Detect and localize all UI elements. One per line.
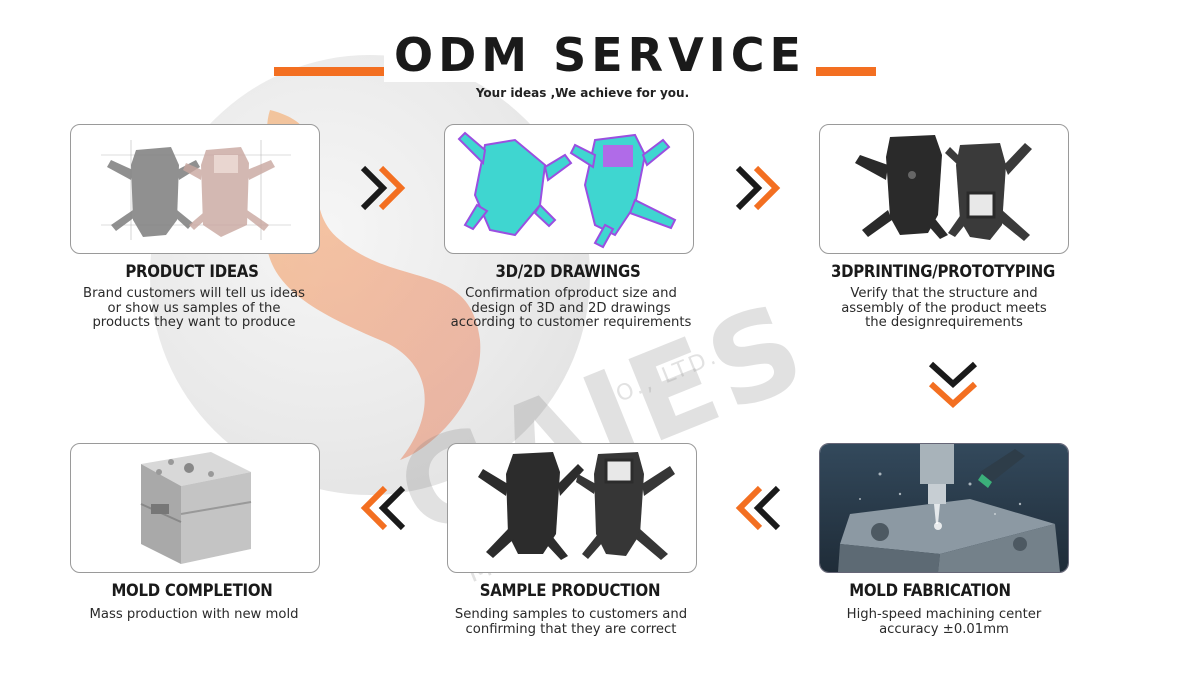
desc-line: according to customer requirements — [450, 315, 692, 330]
desc-line: confirming that they are correct — [465, 621, 677, 637]
cad-drone-parts-image — [457, 131, 677, 249]
page-title-text: ODM SERVICE — [384, 28, 816, 82]
step-title-sample-production: SAMPLE PRODUCTION — [479, 581, 661, 601]
desc-line: the designrequirements — [865, 315, 1023, 330]
chevron-right-icon — [730, 160, 786, 216]
step-title-mold-fabrication: MOLD FABRICATION — [849, 581, 1011, 601]
sketch-drone-parts-image — [101, 140, 291, 240]
step-title-3d-printing-prototyping: 3DPRINTING/PROTOTYPING — [830, 262, 1056, 282]
step-desc-sample-production: Sending samples to customers and confirm… — [421, 607, 721, 637]
chevron-right-icon — [355, 160, 411, 216]
cnc-machining-image — [820, 444, 1068, 572]
chevron-left-icon — [355, 480, 411, 536]
step-title-product-ideas: PRODUCT IDEAS — [125, 262, 259, 282]
page-title: ODM SERVICE — [0, 28, 1200, 82]
page-subtitle: Your ideas ,We achieve for you. — [475, 86, 690, 100]
desc-line: design of 3D and 2D drawings — [471, 300, 671, 316]
watermark-ltd: O., LTD. — [612, 343, 723, 408]
step-card-product-ideas — [70, 124, 320, 254]
step-card-3d-2d-drawings — [444, 124, 694, 254]
chevron-down-icon — [925, 356, 981, 412]
desc-line: assembly of the product meets — [841, 300, 1047, 316]
chevron-left-icon — [730, 480, 786, 536]
desc-line: Verify that the structure and — [850, 286, 1038, 301]
step-desc-3d-2d-drawings: Confirmation ofproduct size and design o… — [421, 286, 721, 331]
step-card-mold-fabrication — [819, 443, 1069, 573]
step-desc-3d-printing-prototyping: Verify that the structure and assembly o… — [794, 286, 1094, 331]
desc-line: products they want to produce — [92, 315, 296, 330]
step-card-3d-printing-prototyping — [819, 124, 1069, 254]
desc-line: Confirmation ofproduct size and — [465, 286, 677, 301]
desc-line: accuracy ±0.01mm — [879, 621, 1009, 637]
step-desc-mold-completion: Mass production with new mold — [44, 607, 344, 623]
step-desc-product-ideas: Brand customers will tell us ideas or sh… — [44, 286, 344, 331]
steel-mold-image — [140, 452, 252, 564]
desc-line: or show us samples of the — [107, 300, 281, 316]
step-card-mold-completion — [70, 443, 320, 573]
step-title-mold-completion: MOLD COMPLETION — [111, 581, 273, 601]
desc-line: Mass production with new mold — [89, 607, 299, 622]
desc-line: High-speed machining center — [846, 607, 1042, 622]
background-flame-graphic — [266, 110, 481, 460]
desc-line: Sending samples to customers and — [454, 607, 688, 622]
step-desc-mold-fabrication: High-speed machining center accuracy ±0.… — [794, 607, 1094, 637]
printed-drone-parts-image — [855, 135, 1032, 241]
step-title-3d-2d-drawings: 3D/2D DRAWINGS — [495, 262, 641, 282]
desc-line: Brand customers will tell us ideas — [83, 286, 305, 301]
step-card-sample-production — [447, 443, 697, 573]
sample-drone-parts-image — [478, 452, 675, 560]
